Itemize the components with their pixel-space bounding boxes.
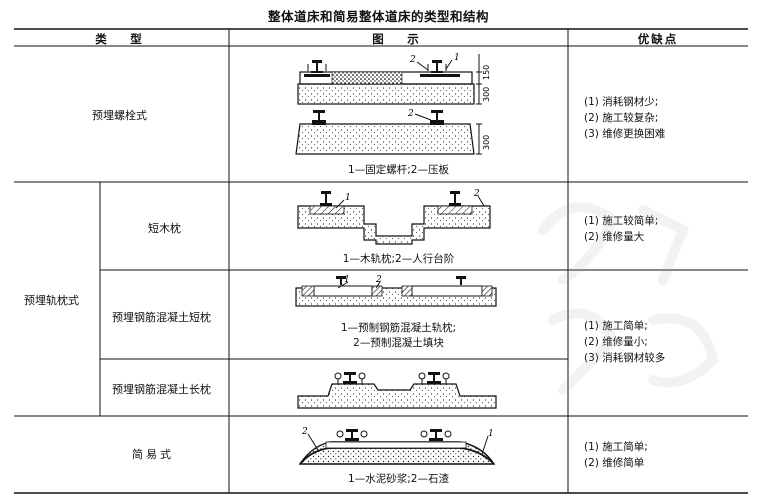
header-figure: 图 示	[372, 32, 425, 46]
label-1-rc-short: 1	[344, 275, 350, 285]
pros-embedded-bolt: (1) 消耗钢材少; (2) 施工较复杂; (3) 维修更换困难	[584, 94, 665, 142]
rc-short-diagram: 1 2	[295, 275, 497, 307]
type-rc-short: 预埋钢筋混凝土短枕	[112, 311, 211, 324]
embedded-bolt-diagram: 2 1 150 300 2 300	[295, 53, 491, 155]
dim-150: 150	[482, 65, 491, 80]
pros-rc-short: (1) 施工简单; (2) 维修量小; (3) 消耗钢材较多	[584, 318, 665, 366]
pros-item: (1) 消耗钢材少;	[584, 96, 659, 108]
pros-item: (1) 施工简单;	[584, 320, 648, 332]
pros-simple: (1) 施工简单; (2) 维修简单	[584, 439, 648, 471]
dim-300-upper: 300	[482, 87, 491, 102]
label-1-upper: 1	[454, 53, 460, 63]
header-pros-cons: 优缺点	[637, 32, 679, 46]
rc-long-diagram	[297, 372, 497, 409]
label-2-simple: 2	[301, 427, 308, 437]
type-rc-long: 预埋钢筋混凝土长枕	[112, 383, 211, 396]
type-short-wood: 短木枕	[148, 222, 181, 235]
simple-diagram: 2 1	[298, 427, 496, 465]
pros-item: (2) 维修简单	[584, 457, 645, 469]
caption-embedded-bolt: 1—固定螺杆;2—压板	[348, 164, 449, 176]
label-1-short-wood: 1	[345, 193, 351, 203]
label-2-lower: 2	[407, 109, 414, 119]
type-simple: 简易式	[132, 448, 174, 461]
pros-item: (2) 施工较复杂;	[584, 112, 659, 124]
pros-item: (1) 施工较简单;	[584, 215, 659, 227]
caption-short-wood: 1—木轨枕;2—人行台阶	[342, 253, 455, 265]
label-2-short-wood: 2	[473, 189, 480, 199]
header-type: 类 型	[95, 32, 148, 46]
short-wood-diagram: 1 2	[297, 189, 491, 245]
pros-short-wood: (1) 施工较简单; (2) 维修量大	[584, 213, 658, 245]
dim-300-lower: 300	[482, 135, 491, 150]
pros-item: (2) 维修量大	[584, 231, 645, 243]
type-embedded-bolt: 预埋螺栓式	[92, 109, 147, 122]
label-2-rc-short: 2	[375, 275, 382, 285]
caption-rc-short-line2: 2—预制混凝土填块	[353, 337, 444, 349]
pros-item: (3) 消耗钢材较多	[584, 352, 666, 364]
label-1-simple: 1	[488, 429, 494, 439]
pros-item: (3) 维修更换困难	[584, 128, 666, 140]
pros-item: (2) 维修量小;	[584, 336, 648, 348]
label-2-upper: 2	[409, 55, 416, 65]
pros-item: (1) 施工简单;	[584, 441, 648, 453]
caption-simple: 1—水泥砂浆;2—石渣	[348, 473, 449, 485]
caption-rc-short-line1: 1—预制钢筋混凝土轨枕;	[340, 322, 457, 334]
type-embedded-sleeper-group: 预埋轨枕式	[24, 294, 79, 307]
watermark-seal-icon	[538, 202, 719, 395]
table-title: 整体道床和简易整体道床的类型和结构	[267, 9, 489, 24]
